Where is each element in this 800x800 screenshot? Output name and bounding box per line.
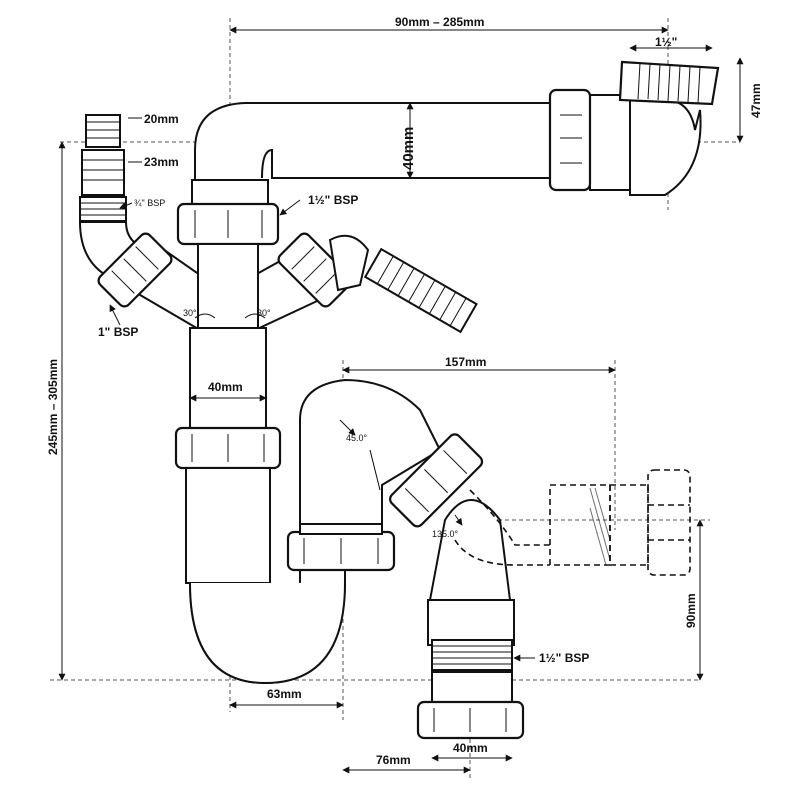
label-offset-76: 76mm xyxy=(376,753,411,767)
diagram-labels: 90mm – 285mm 1½" 47mm 40mm 20mm 23mm ¾" … xyxy=(46,15,763,767)
label-bsp-three-quarter: ¾" BSP xyxy=(134,198,165,208)
right-branch xyxy=(254,232,478,334)
label-bsp-one: 1" BSP xyxy=(98,325,138,339)
left-spigot xyxy=(78,114,152,284)
u-bend xyxy=(188,378,442,685)
lower-outlet xyxy=(389,433,525,740)
pointer-arrows xyxy=(109,199,535,662)
label-bsp-one-half-upper: 1½" BSP xyxy=(308,193,358,207)
label-offset-63: 63mm xyxy=(267,687,302,701)
label-overall-height: 245mm – 305mm xyxy=(46,359,60,455)
label-height-47: 47mm xyxy=(749,83,763,118)
label-angle-45: 45.0° xyxy=(346,433,368,443)
label-bsp-one-half-lower: 1½" BSP xyxy=(539,651,589,665)
central-standpipe xyxy=(174,179,282,584)
left-branch xyxy=(97,232,201,332)
label-outlet-40: 40mm xyxy=(453,741,488,755)
dimension-lines xyxy=(58,26,744,774)
label-angle-135: 135.0° xyxy=(432,529,459,539)
label-pipe-40-vertical: 40mm xyxy=(400,127,417,170)
label-inlet-size-top: 1½" xyxy=(655,35,677,49)
label-spigot-23: 23mm xyxy=(144,155,179,169)
label-angle-30-left: 30° xyxy=(183,308,197,318)
label-spigot-20: 20mm xyxy=(144,112,179,126)
label-angle-30-right: 30° xyxy=(257,308,271,318)
label-pipe-40-horizontal: 40mm xyxy=(208,380,243,394)
label-length-157: 157mm xyxy=(445,355,486,369)
label-height-90: 90mm xyxy=(684,593,698,628)
label-width-range: 90mm – 285mm xyxy=(395,15,484,29)
upper-inlet-arm xyxy=(194,60,720,200)
alternative-outlet-ghost xyxy=(454,469,691,576)
